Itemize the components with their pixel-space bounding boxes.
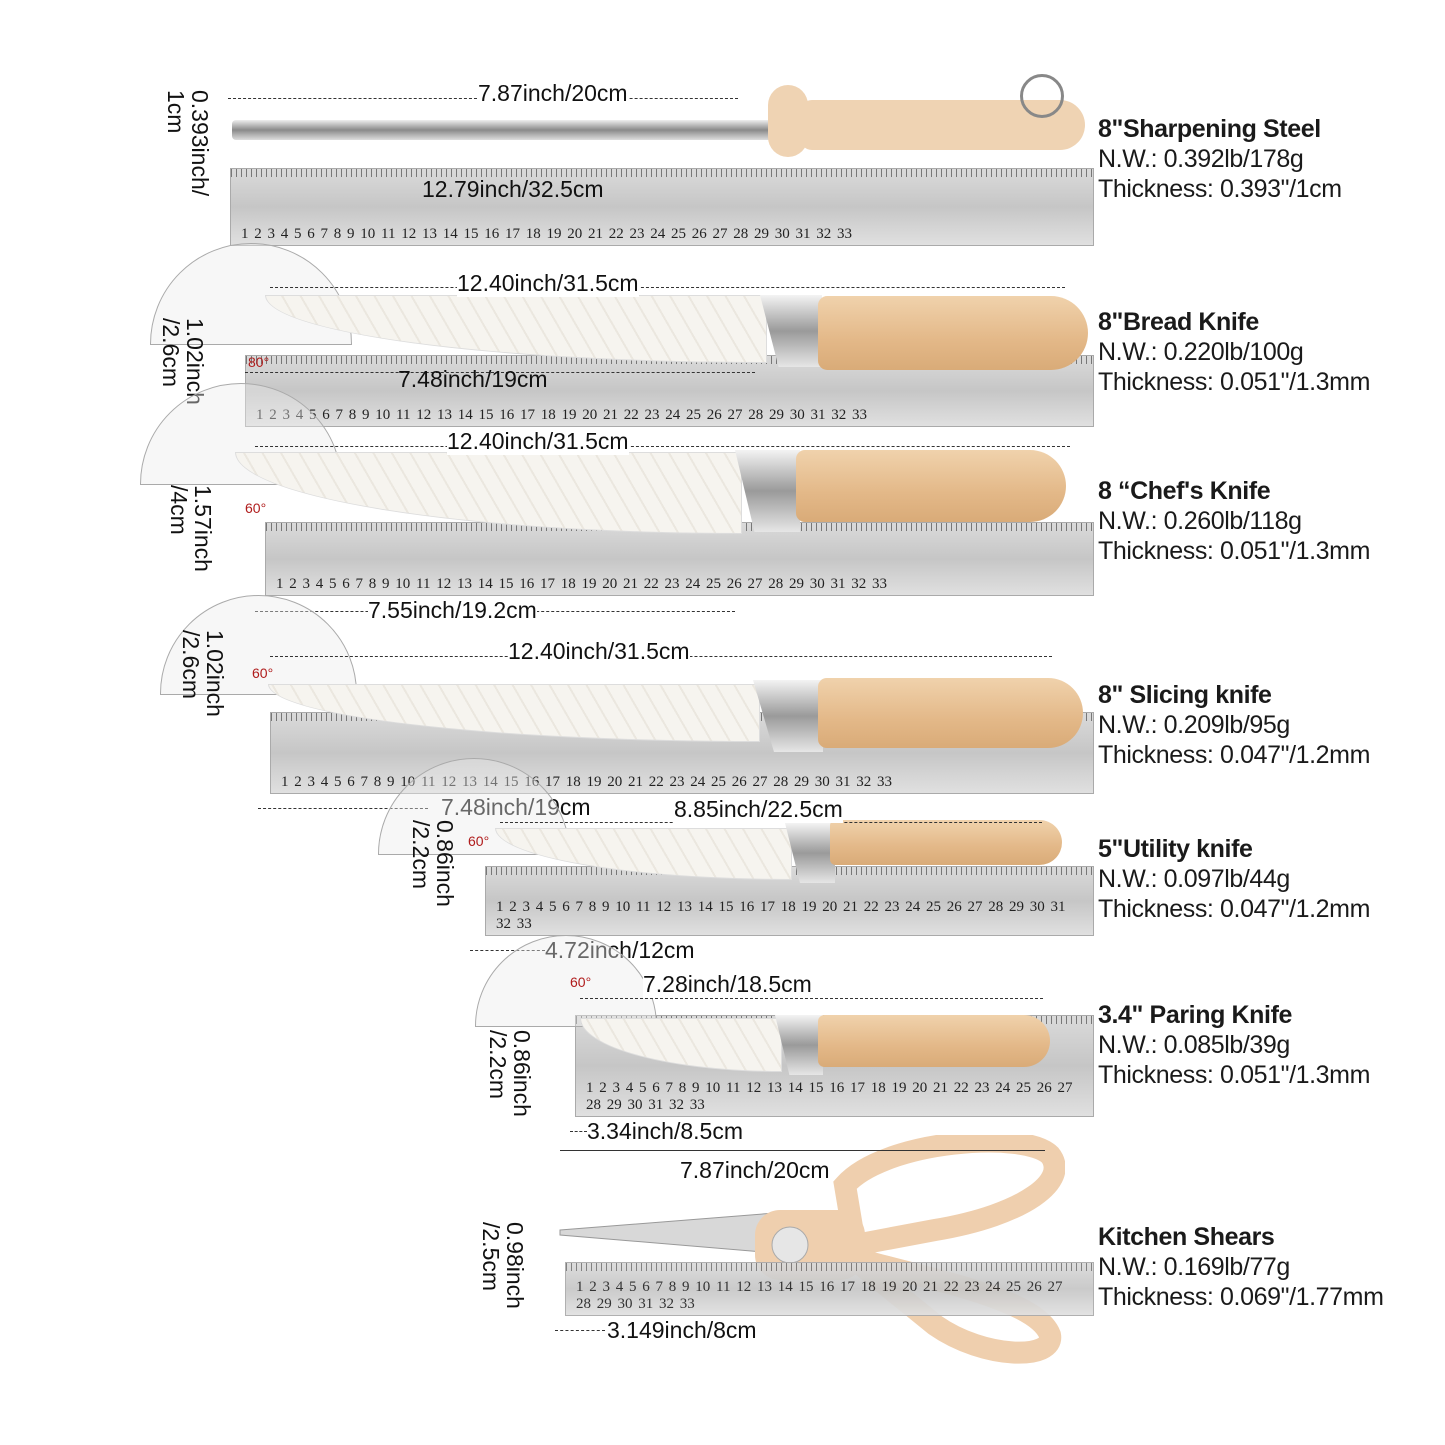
dimension-line — [580, 998, 1043, 999]
angle-label: 60° — [468, 833, 490, 849]
ruler-numbers: 1 2 3 4 5 6 7 8 9 10 11 12 13 14 15 16 1… — [281, 774, 892, 790]
knife-handle — [796, 450, 1066, 522]
ruler-numbers: 1 2 3 4 5 6 7 8 9 10 11 12 13 14 15 16 1… — [276, 576, 887, 592]
net-weight: N.W.: 0.209lb/95g — [1098, 711, 1290, 739]
blade-length-label: 3.34inch/8.5cm — [587, 1118, 743, 1145]
net-weight: N.W.: 0.085lb/39g — [1098, 1031, 1290, 1059]
length-label: 8.85inch/22.5cm — [674, 796, 843, 823]
width-label: 0.98inch /2.5cm — [478, 1222, 528, 1309]
blade-dimension-line — [470, 950, 545, 951]
knife-bolster — [735, 450, 800, 532]
length-label: 7.87inch/20cm — [680, 1157, 830, 1183]
product-name: 5"Utility knife — [1098, 835, 1253, 863]
knife-handle — [818, 296, 1088, 370]
product-name: 3.4" Paring Knife — [1098, 1001, 1292, 1029]
knife-handle — [818, 1015, 1050, 1067]
length-label: 12.40inch/31.5cm — [447, 428, 629, 455]
dimension-line — [255, 446, 1070, 447]
net-weight: N.W.: 0.169lb/77g — [1098, 1253, 1290, 1281]
blade-dimension-line — [570, 1131, 587, 1132]
angle-label: 60° — [245, 500, 267, 516]
ruler: 1 2 3 4 5 6 7 8 9 10 11 12 13 14 15 16 1… — [230, 168, 1094, 246]
net-weight: N.W.: 0.097lb/44g — [1098, 865, 1290, 893]
ruler: 1 2 3 4 5 6 7 8 9 10 11 12 13 14 15 16 1… — [565, 1262, 1094, 1316]
blade-length-label: 7.48inch/19cm — [398, 366, 548, 392]
total-length-label: 12.79inch/32.5cm — [422, 176, 604, 202]
width-label: 0.393inch/ 1cm — [163, 90, 213, 197]
blade-dimension-line — [258, 808, 428, 809]
product-name: 8"Sharpening Steel — [1098, 115, 1321, 143]
ruler-numbers: 1 2 3 4 5 6 7 8 9 10 11 12 13 14 15 16 1… — [241, 226, 852, 242]
product-spec: 3.4" Paring Knife N.W.: 0.085lb/39g Thic… — [1098, 1000, 1370, 1090]
blade-dimension-line — [245, 372, 755, 373]
thickness: Thickness: 0.051"/1.3mm — [1098, 1061, 1371, 1089]
length-label: 7.28inch/18.5cm — [643, 971, 812, 998]
length-label: 12.40inch/31.5cm — [457, 270, 639, 297]
width-label: 0.86inch /2.2cm — [485, 1030, 535, 1117]
width-label: 0.86inch /2.2cm — [408, 820, 458, 907]
product-spec: 8" Slicing knife N.W.: 0.209lb/95g Thick… — [1098, 680, 1370, 770]
blade-dimension-line — [555, 1330, 605, 1331]
product-spec: 5"Utility knife N.W.: 0.097lb/44g Thickn… — [1098, 834, 1370, 924]
product-spec: Kitchen Shears N.W.: 0.169lb/77g Thickne… — [1098, 1222, 1384, 1312]
width-label: 1.02inch /2.6cm — [158, 318, 208, 405]
thickness: Thickness: 0.047"/1.2mm — [1098, 741, 1371, 769]
product-name: 8 “Chef's Knife — [1098, 477, 1271, 505]
ruler-numbers: 1 2 3 4 5 6 7 8 9 10 11 12 13 14 15 16 1… — [586, 1080, 1073, 1113]
angle-label: 60° — [252, 665, 274, 681]
blade-length-label: 7.55inch/19.2cm — [368, 597, 537, 624]
ruler-numbers: 1 2 3 4 5 6 7 8 9 10 11 12 13 14 15 16 1… — [256, 407, 867, 423]
net-weight: N.W.: 0.392lb/178g — [1098, 145, 1304, 173]
product-spec: 8"Bread Knife N.W.: 0.220lb/100g Thickne… — [1098, 307, 1370, 397]
thickness: Thickness: 0.069"/1.77mm — [1098, 1283, 1384, 1311]
product-name: 8" Slicing knife — [1098, 681, 1272, 709]
steel-rod — [232, 120, 772, 140]
angle-label: 60° — [570, 974, 592, 990]
dimension-line — [270, 287, 1065, 288]
net-weight: N.W.: 0.260lb/118g — [1098, 507, 1302, 535]
thickness: Thickness: 0.393"/1cm — [1098, 175, 1342, 203]
width-label: 1.57inch /4cm — [166, 485, 216, 572]
ruler-numbers: 1 2 3 4 5 6 7 8 9 10 11 12 13 14 15 16 1… — [576, 1279, 1063, 1312]
ruler-numbers: 1 2 3 4 5 6 7 8 9 10 11 12 13 14 15 16 1… — [496, 899, 1066, 932]
product-spec: 8 “Chef's Knife N.W.: 0.260lb/118g Thick… — [1098, 476, 1370, 566]
ruler: 1 2 3 4 5 6 7 8 9 10 11 12 13 14 15 16 1… — [265, 522, 1094, 596]
blade-length-label: 3.149inch/8cm — [607, 1317, 757, 1344]
length-label: 7.87inch/20cm — [478, 80, 628, 107]
net-weight: N.W.: 0.220lb/100g — [1098, 338, 1304, 366]
angle-label: 80° — [248, 354, 270, 370]
thickness: Thickness: 0.051"/1.3mm — [1098, 537, 1371, 565]
product-spec: 8"Sharpening Steel N.W.: 0.392lb/178g Th… — [1098, 114, 1342, 204]
length-label: 12.40inch/31.5cm — [508, 638, 690, 665]
ruler: 1 2 3 4 5 6 7 8 9 10 11 12 13 14 15 16 1… — [245, 355, 1094, 427]
dimension-line — [560, 1150, 1045, 1151]
thickness: Thickness: 0.047"/1.2mm — [1098, 895, 1371, 923]
product-name: Kitchen Shears — [1098, 1223, 1275, 1251]
width-label: 1.02inch /2.6cm — [178, 630, 228, 717]
product-name: 8"Bread Knife — [1098, 308, 1259, 336]
knife-blade — [265, 295, 767, 363]
hanging-ring — [1020, 74, 1064, 118]
knife-handle — [818, 678, 1083, 748]
thickness: Thickness: 0.051"/1.3mm — [1098, 368, 1371, 396]
knife-handle — [830, 820, 1062, 865]
